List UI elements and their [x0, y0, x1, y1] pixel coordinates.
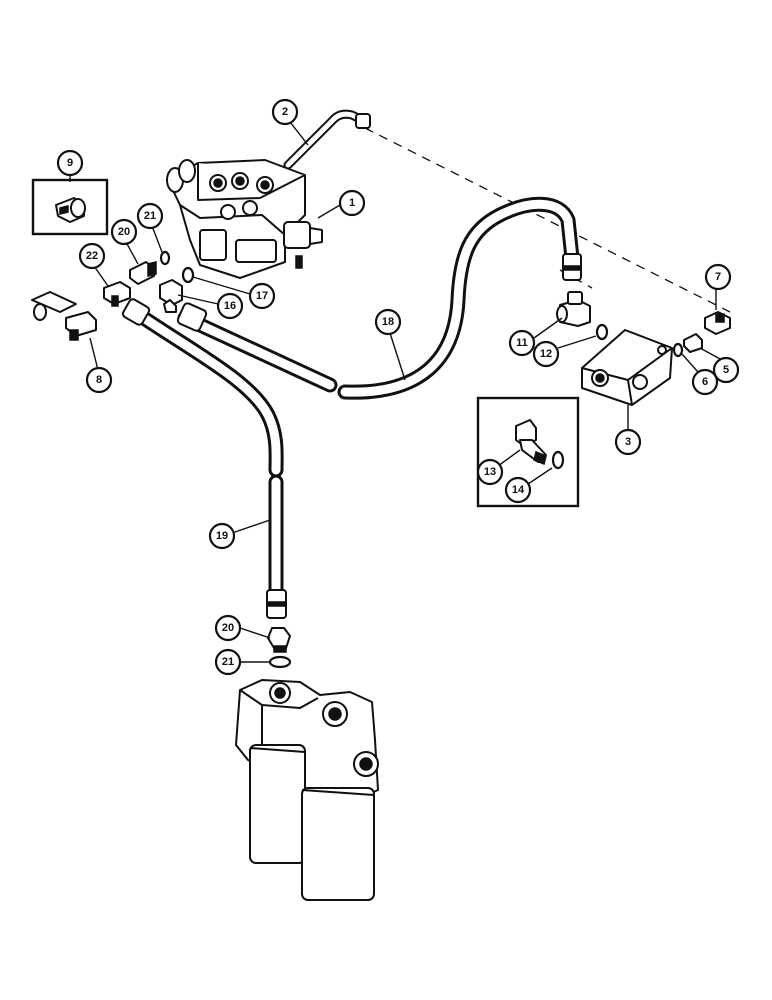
alignment-dashed-line — [364, 127, 731, 313]
callout-label: 5 — [723, 364, 729, 376]
callout-2: 2 — [271, 98, 299, 126]
control-valve-1 — [166, 159, 323, 279]
leader-12 — [557, 335, 597, 349]
leader-20-upper — [125, 241, 139, 265]
callout-6: 6 — [691, 368, 719, 396]
callout-label: 19 — [216, 530, 228, 542]
callout-label: 16 — [224, 300, 236, 312]
fitting-20-upper — [129, 261, 157, 285]
filter-assembly — [235, 679, 379, 901]
callout-label: 11 — [516, 337, 528, 349]
callout-label: 12 — [540, 348, 552, 360]
callout-label: 14 — [512, 484, 525, 496]
oring-12 — [595, 323, 609, 341]
callout-22: 22 — [78, 242, 106, 270]
connector-7 — [704, 311, 731, 335]
leader-19 — [231, 519, 271, 534]
leader-17 — [192, 276, 251, 295]
callout-label: 13 — [484, 466, 496, 478]
callout-17: 17 — [248, 282, 276, 310]
callout-11: 11 — [508, 329, 536, 357]
callout-label: 21 — [144, 210, 156, 222]
callout-3: 3 — [614, 428, 642, 456]
fitting-22 — [103, 281, 131, 307]
callout-18: 18 — [374, 308, 402, 336]
callout-label: 20 — [118, 226, 130, 238]
callout-8: 8 — [85, 366, 113, 394]
oring-6 — [672, 342, 684, 358]
callout-label: 22 — [86, 250, 98, 262]
oring-21-upper — [159, 250, 171, 266]
callout-label: 18 — [382, 316, 394, 328]
callout-label: 17 — [256, 290, 268, 302]
callout-1: 1 — [338, 189, 366, 217]
leader-13 — [497, 449, 521, 467]
callout-9: 9 — [56, 149, 84, 177]
oring-21-lower — [268, 655, 292, 669]
fitting-8 — [31, 291, 97, 341]
callout-label: 3 — [625, 436, 631, 448]
callout-label: 1 — [349, 197, 355, 209]
callout-label: 8 — [96, 374, 102, 386]
callout-16: 16 — [216, 292, 244, 320]
tee-fitting-11 — [556, 291, 591, 327]
hose-19 — [121, 298, 287, 619]
callout-14: 14 — [504, 476, 532, 504]
callout-label: 6 — [702, 376, 708, 388]
callout-21-upper: 21 — [136, 202, 164, 230]
leader-8 — [89, 337, 99, 371]
callout-12: 12 — [532, 340, 560, 368]
callout-label: 9 — [67, 157, 73, 169]
leader-11 — [533, 317, 563, 339]
callout-label: 21 — [222, 656, 234, 668]
fitting-20-lower — [267, 627, 291, 653]
valve-block-3 — [581, 329, 673, 406]
inset-box-9 — [31, 178, 109, 236]
callout-7: 7 — [704, 263, 732, 291]
fitting-5 — [683, 333, 703, 353]
leader-20-lower — [239, 627, 271, 639]
oring-17 — [181, 266, 195, 284]
leader-14 — [527, 467, 553, 485]
leader-5 — [699, 347, 723, 361]
callout-label: 7 — [715, 271, 721, 283]
leader-21-upper — [151, 225, 163, 253]
leader-22 — [93, 265, 109, 287]
leader-1 — [317, 204, 341, 219]
leader-16 — [177, 294, 219, 305]
callout-label: 2 — [282, 106, 288, 118]
rigid-tube-2 — [283, 109, 371, 170]
callout-19: 19 — [208, 522, 236, 550]
oring-14 — [551, 450, 565, 470]
callout-5: 5 — [712, 356, 740, 384]
callout-21-lower: 21 — [214, 648, 242, 676]
leader-6 — [681, 353, 699, 373]
leader-2 — [289, 121, 309, 146]
hose-18 — [176, 196, 582, 400]
elbow-16 — [159, 279, 183, 313]
callout-20-upper: 20 — [110, 218, 138, 246]
callout-label: 20 — [222, 622, 234, 634]
leader-18 — [389, 332, 406, 381]
callout-20-lower: 20 — [214, 614, 242, 642]
callout-13: 13 — [476, 458, 504, 486]
